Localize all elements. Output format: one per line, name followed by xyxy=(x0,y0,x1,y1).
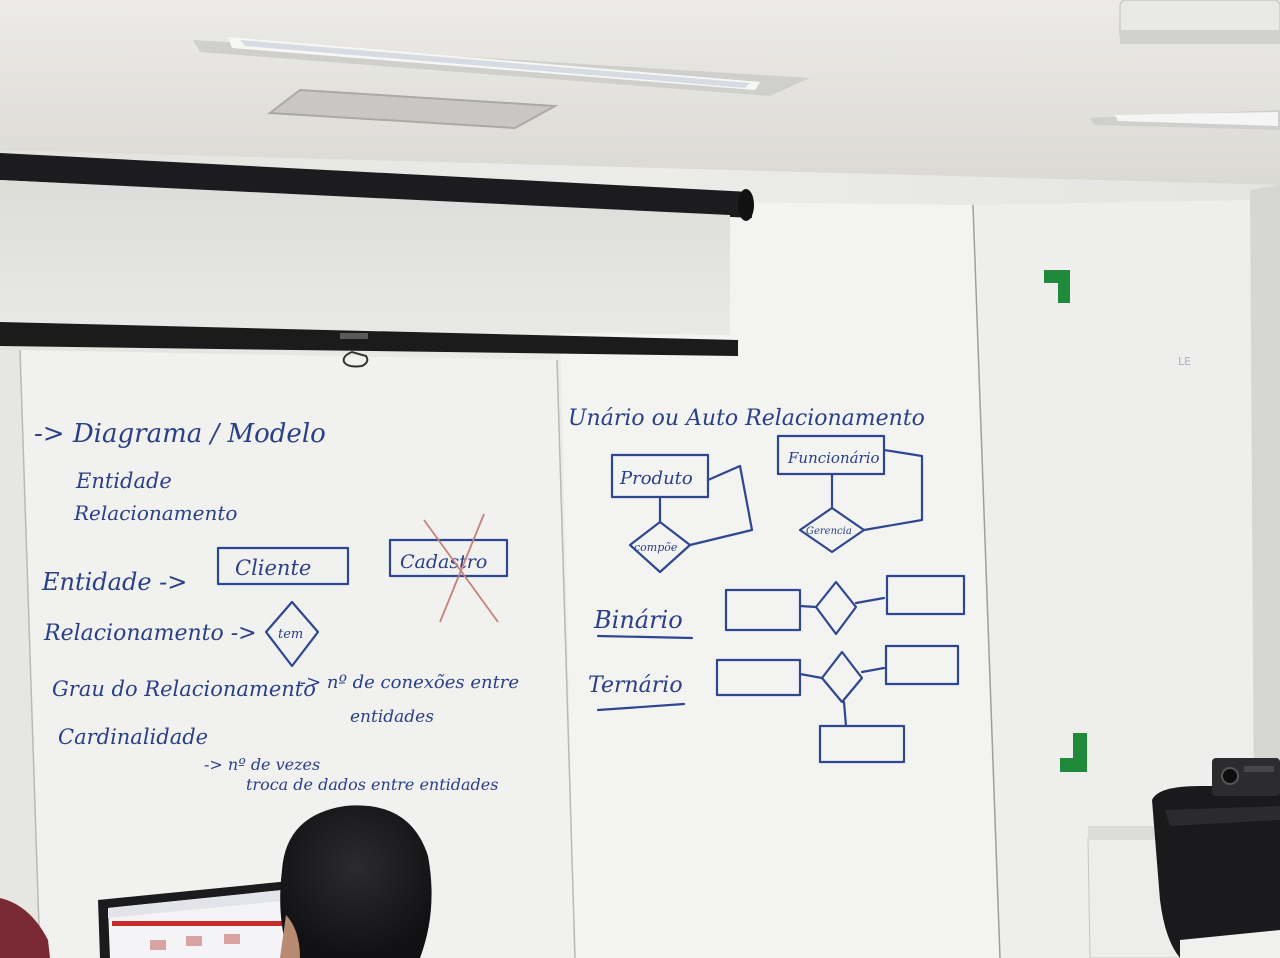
person-hair-red xyxy=(0,898,50,958)
connector xyxy=(862,448,924,532)
whiteboard-panel-left xyxy=(20,350,575,958)
desk-front xyxy=(1180,930,1280,958)
note-entidade: Entidade xyxy=(75,469,172,493)
relationship-diamond-tem xyxy=(264,600,320,668)
underline xyxy=(596,634,694,640)
projector-icon xyxy=(1119,0,1280,44)
ternary-entity-bottom xyxy=(818,724,906,764)
label-ternario: Ternário xyxy=(588,673,683,698)
diamond-gerencia-label: Gerencia xyxy=(806,526,852,537)
whiteboard-panel-right xyxy=(975,200,1255,958)
binary-entity-left xyxy=(724,588,802,632)
left-panel-notes: -> Diagrama / Modelo Entidade Relacionam… xyxy=(34,419,519,794)
label-relacionamento: Relacionamento -> xyxy=(43,621,257,646)
ternary-entity-right xyxy=(884,644,960,686)
right-panel-notes: Unário ou Auto Relacionamento Produto co… xyxy=(568,406,966,764)
label-grau-relacionamento: Grau do Relacionamento xyxy=(52,677,316,701)
projector-screen xyxy=(0,153,754,368)
corner-mark-bottom xyxy=(1060,733,1087,772)
entity-box-cliente xyxy=(216,546,350,586)
projector-device xyxy=(1212,758,1280,796)
heading-unario: Unário ou Auto Relacionamento xyxy=(568,406,925,431)
connector xyxy=(798,604,818,609)
binary-diamond xyxy=(814,580,858,636)
whiteboard-panel-edge xyxy=(0,350,40,958)
entity-produto-label: Produto xyxy=(619,468,693,489)
entity-funcionario-label: Funcionário xyxy=(787,449,880,467)
diamond-compoe-label: compõe xyxy=(634,541,678,554)
note-relacionamento: Relacionamento xyxy=(73,501,237,525)
label-entidade: Entidade -> xyxy=(41,568,187,596)
entity-box-cadastro xyxy=(388,538,509,578)
binary-entity-right xyxy=(885,574,966,616)
computer-monitor xyxy=(98,880,300,958)
grau-description-2: entidades xyxy=(350,707,434,727)
ceiling-light-right xyxy=(1090,110,1280,130)
diamond-tem-label: tem xyxy=(278,627,303,642)
underline xyxy=(596,702,686,712)
connector xyxy=(798,672,824,680)
connector xyxy=(842,700,848,728)
connector xyxy=(688,464,754,547)
panel-seam xyxy=(972,204,1001,958)
panel-seam xyxy=(19,349,41,958)
ternary-entity-left xyxy=(715,658,802,697)
entity-cliente-label: Cliente xyxy=(235,556,311,580)
relationship-diamond-compoe xyxy=(628,520,692,574)
panel-seam xyxy=(556,359,576,958)
label-cardinalidade: Cardinalidade xyxy=(58,725,208,749)
entity-cadastro-label: Cadastro xyxy=(400,551,487,573)
corner-mark-top xyxy=(1044,270,1070,303)
student-head xyxy=(280,805,432,958)
grau-description-1: -> nº de conexões entre xyxy=(300,672,519,693)
ternary-diamond xyxy=(820,650,864,704)
whiteboard-panel-middle xyxy=(557,200,1000,958)
note-diagrama-modelo: -> Diagrama / Modelo xyxy=(34,419,326,449)
relationship-diamond-gerencia xyxy=(798,506,866,554)
cardinalidade-description-2: troca de dados entre entidades xyxy=(246,775,498,794)
connector xyxy=(854,596,886,605)
cross-out-line xyxy=(439,513,485,623)
ceiling-vent xyxy=(267,88,559,130)
connector xyxy=(860,666,886,674)
corner-note: LE xyxy=(1178,355,1191,368)
ceiling-light-left xyxy=(193,37,810,96)
cardinalidade-description-1: -> nº de vezes xyxy=(204,755,320,774)
office-chair xyxy=(1152,786,1280,958)
label-binario: Binário xyxy=(593,606,683,634)
